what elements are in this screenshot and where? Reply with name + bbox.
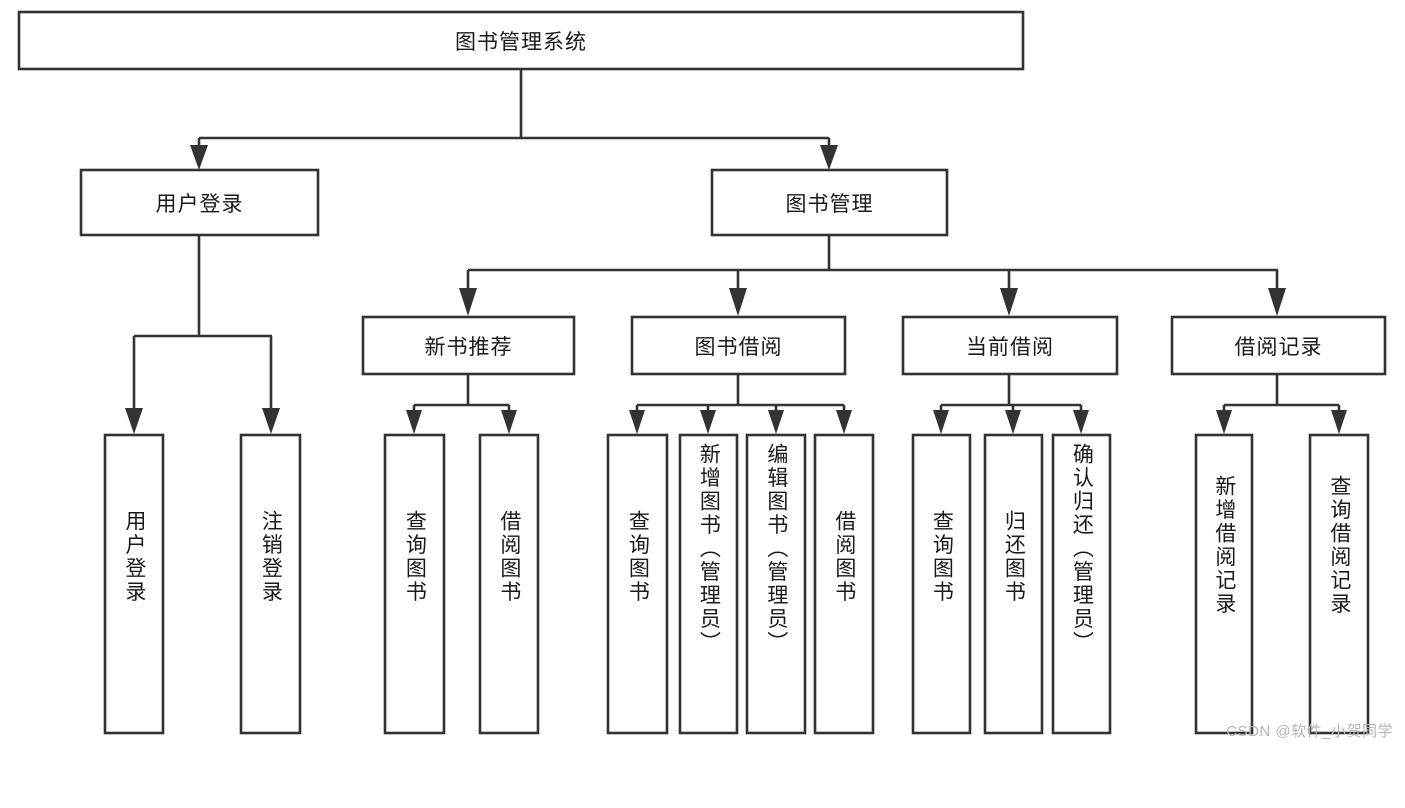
node-new-book-recommend-box[interactable] <box>361 315 576 376</box>
arrow-recommend-leaf-2 <box>501 410 517 434</box>
arrow-user-login-leaf-2 <box>262 408 280 434</box>
leaf-box-edit-book-admin[interactable] <box>745 433 807 735</box>
arrow-user-login-leaf-1 <box>125 408 143 434</box>
node-user-login-box[interactable] <box>79 168 320 237</box>
leaf-box-user-login[interactable] <box>103 433 165 735</box>
leaf-box-borrow-book-recommend[interactable] <box>478 433 540 735</box>
arrow-recommend-leaf-1 <box>406 410 422 434</box>
arrow-record-leaf-2 <box>1331 410 1347 434</box>
leaf-box-add-borrow-record[interactable] <box>1194 433 1254 735</box>
leaf-box-query-book-borrow[interactable] <box>606 433 669 735</box>
hierarchy-diagram-canvas <box>17 10 1387 735</box>
arrow-bm-to-new-book-recommend <box>459 288 477 316</box>
node-borrow-record-box[interactable] <box>1170 315 1387 376</box>
node-book-borrow-box[interactable] <box>630 315 847 376</box>
arrow-bm-to-current-borrow <box>1000 288 1018 316</box>
leaf-box-query-book-current[interactable] <box>911 433 972 735</box>
leaf-box-borrow-book[interactable] <box>813 433 875 735</box>
leaf-box-query-book-recommend[interactable] <box>383 433 446 735</box>
diagram-root: 图书管理系统 用户登录 图书管理 新书推荐 图书借阅 当前借阅 借阅记录 用户登… <box>17 10 1393 740</box>
arrow-borrow-leaf-3 <box>768 410 784 434</box>
arrow-root-to-user-login <box>190 145 208 170</box>
node-current-borrow-box[interactable] <box>901 315 1119 376</box>
leaf-box-confirm-return-admin[interactable] <box>1051 433 1112 735</box>
arrow-borrow-leaf-4 <box>836 410 852 434</box>
arrow-current-leaf-1 <box>933 410 949 434</box>
arrow-current-leaf-2 <box>1005 410 1021 434</box>
arrow-current-leaf-3 <box>1073 410 1089 434</box>
leaf-box-return-book[interactable] <box>983 433 1044 735</box>
node-root-box[interactable] <box>17 10 1025 71</box>
arrow-bm-to-borrow-record <box>1268 288 1286 316</box>
leaf-box-logout-login[interactable] <box>239 433 302 735</box>
arrow-root-to-book-management <box>820 145 838 170</box>
leaf-box-query-borrow-record[interactable] <box>1308 433 1370 735</box>
node-book-management-box[interactable] <box>710 168 949 237</box>
arrow-record-leaf-1 <box>1216 410 1232 434</box>
arrow-borrow-leaf-2 <box>700 410 716 434</box>
arrow-borrow-leaf-1 <box>629 410 645 434</box>
leaf-box-add-book-admin[interactable] <box>678 433 739 735</box>
arrow-bm-to-book-borrow <box>729 288 747 316</box>
